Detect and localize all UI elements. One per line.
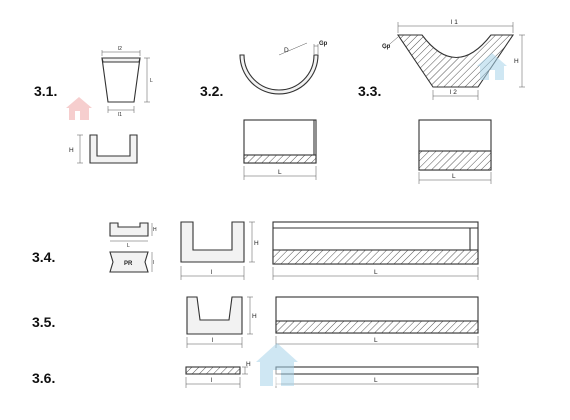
item-3-1: 3.1. l2 L l1 H	[34, 46, 153, 164]
label-length: L	[374, 337, 378, 344]
item-number: 3.2.	[200, 83, 223, 99]
label-section-width: l	[211, 269, 213, 276]
label-length: L	[374, 377, 378, 384]
label-height: H	[514, 58, 519, 65]
house-icon	[66, 97, 92, 120]
label-length: L	[278, 169, 282, 176]
item-number: 3.3.	[358, 83, 381, 99]
slab-side-view	[275, 366, 479, 375]
label-top-width: l2	[118, 46, 122, 52]
label-bottom-width: l1	[118, 112, 122, 118]
tapered-tube-shape	[101, 57, 141, 103]
label-profile: PR	[124, 261, 133, 267]
half-pipe-shape	[239, 54, 319, 95]
item-number: 3.6.	[32, 370, 55, 386]
label-section-height: H	[69, 147, 74, 154]
label-height: L	[150, 78, 153, 84]
house-icon	[256, 343, 298, 386]
item-3-5: 3.5. H l L	[32, 296, 479, 348]
label-section-height: H	[246, 361, 251, 368]
label-length: L	[452, 173, 456, 180]
label-diameter: D	[284, 47, 289, 54]
label-gap: Gp	[382, 44, 391, 50]
label-block-depth: l	[153, 260, 154, 266]
connector-block	[109, 222, 149, 237]
u-channel-section	[89, 134, 138, 164]
item-3-2: 3.2. D Gp L	[200, 41, 328, 180]
item-number: 3.1.	[34, 83, 57, 99]
item-3-4: 3.4. H L PR l H l L	[32, 221, 479, 280]
u-channel-section	[180, 221, 245, 263]
item-3-6: 3.6. H l L	[32, 361, 479, 388]
item-number: 3.4.	[32, 249, 55, 265]
label-bottom-width: l 2	[450, 89, 457, 96]
house-icon	[477, 53, 507, 80]
item-3-3: 3.3. l 1 Gp H l 2 L	[358, 19, 525, 184]
label-top-width: l 1	[451, 19, 458, 26]
label-length: L	[374, 269, 378, 276]
trapezoid-channel-section	[186, 296, 243, 335]
label-section-height: H	[252, 313, 257, 320]
label-block-height: H	[153, 227, 157, 233]
label-gap: Gp	[319, 41, 328, 47]
label-block-width: L	[127, 243, 130, 249]
label-section-height: H	[254, 240, 259, 247]
item-number: 3.5.	[32, 314, 55, 330]
label-section-width: l	[211, 377, 213, 384]
label-section-width: l	[212, 337, 214, 344]
profile-block	[109, 251, 149, 273]
flat-slab-section	[185, 366, 241, 375]
